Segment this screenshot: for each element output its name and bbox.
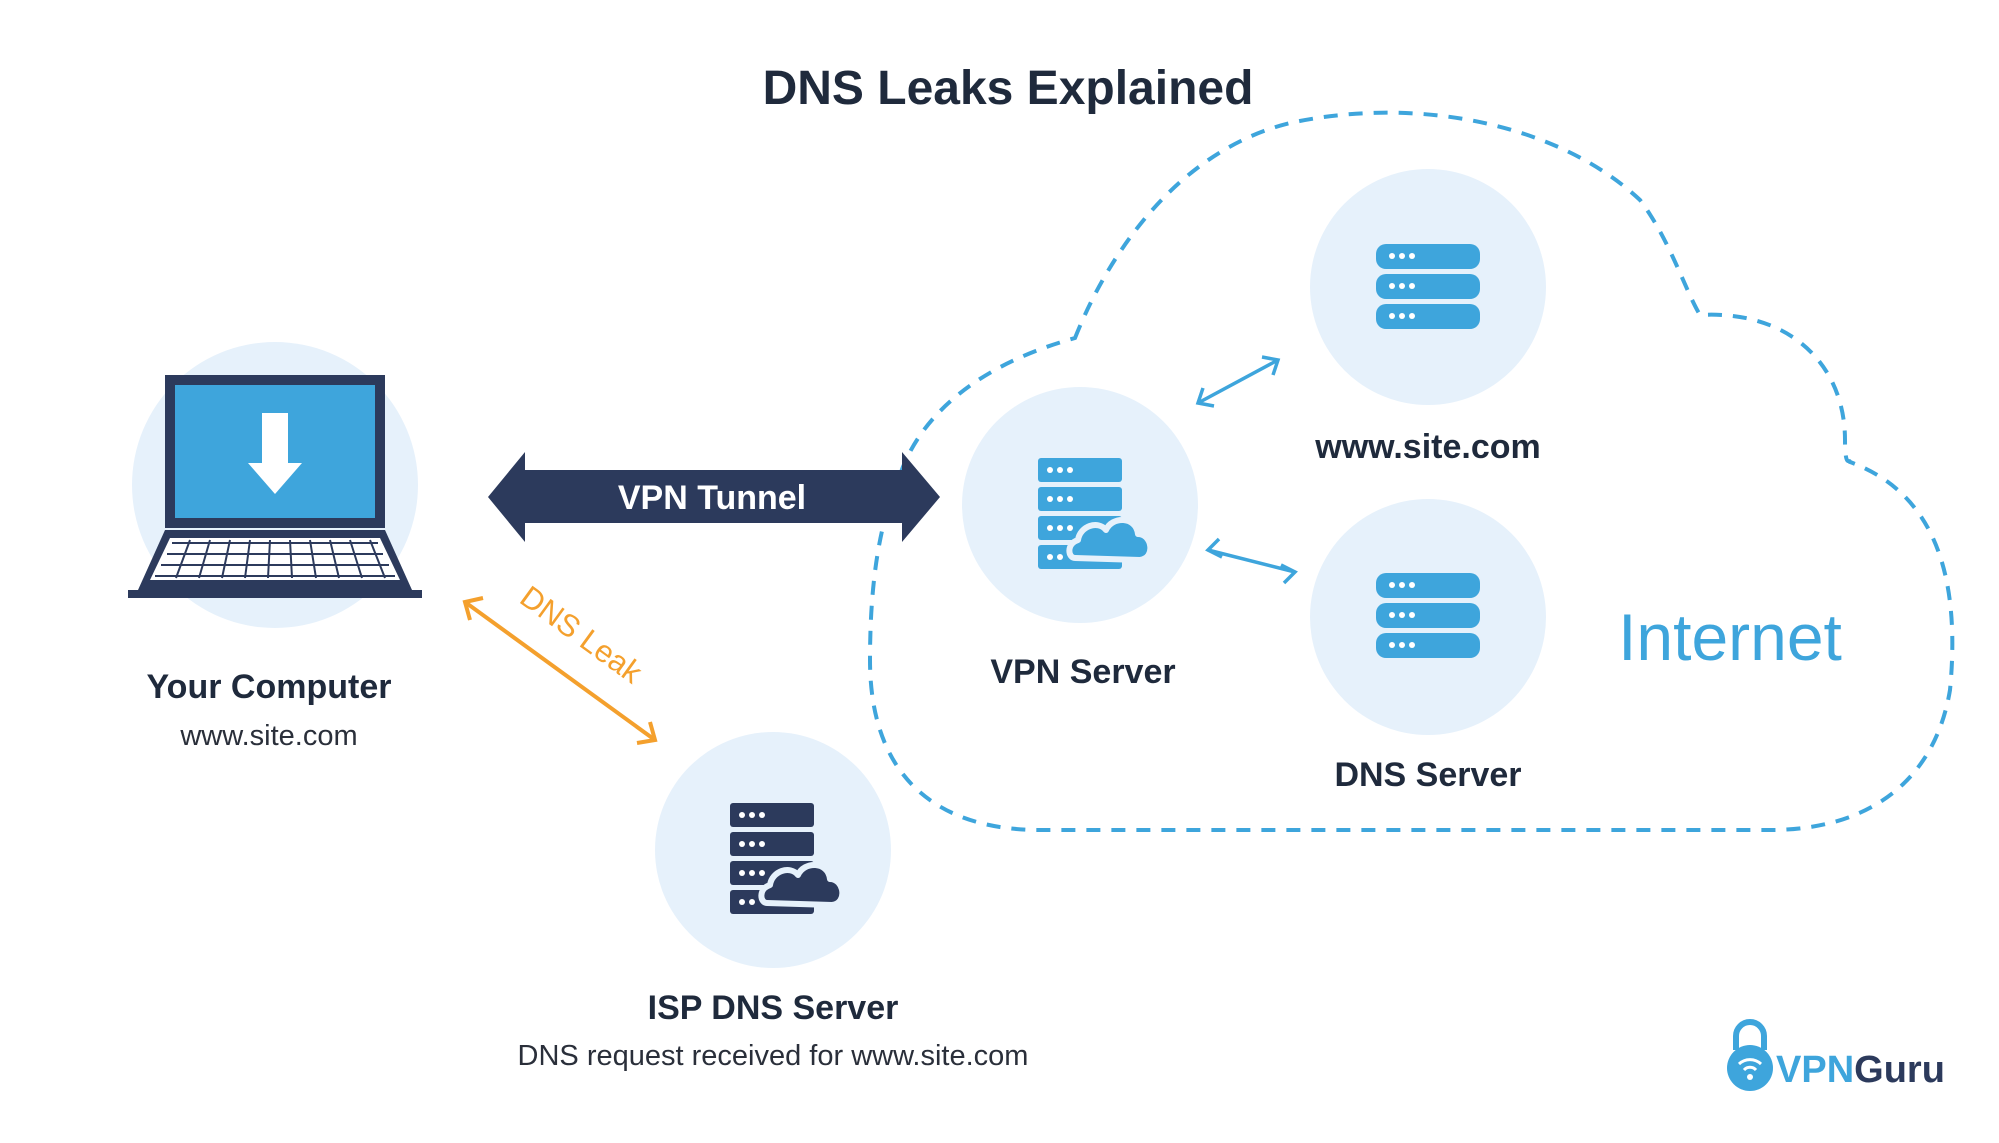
site-label: www.site.com [1314, 428, 1540, 466]
brand-name: VPNGuru [1776, 1049, 1945, 1091]
lock-icon [1727, 1019, 1773, 1091]
vpn-to-dns-arrow [1205, 537, 1298, 585]
isp-dns-label: ISP DNS Server [648, 989, 899, 1027]
internet-cloud-outline [867, 110, 1955, 832]
node-your-computer: Your Computer www.site.com [128, 342, 422, 752]
internet-label: Internet [1618, 600, 1842, 674]
vpn-tunnel-arrow: VPN Tunnel [488, 452, 940, 542]
node-dns-server: DNS Server [1310, 499, 1546, 794]
vpn-to-site-arrow [1195, 355, 1281, 408]
brand-part2: Guru [1854, 1049, 1945, 1091]
dns-server-label: DNS Server [1334, 756, 1521, 794]
computer-sublabel: www.site.com [179, 720, 357, 752]
node-site: www.site.com [1310, 169, 1546, 466]
isp-dns-sublabel: DNS request received for www.site.com [518, 1040, 1029, 1072]
dns-leak-label: DNS Leak [514, 579, 649, 691]
page-title: DNS Leaks Explained [763, 62, 1254, 115]
brand-part1: VPN [1776, 1049, 1854, 1091]
server-stack-icon [1376, 244, 1480, 329]
vpn-server-label: VPN Server [990, 653, 1175, 691]
server-stack-icon [1376, 573, 1480, 658]
node-vpn-server: VPN Server [962, 387, 1198, 691]
computer-label: Your Computer [147, 668, 392, 706]
server-cloud-icon [1038, 458, 1154, 569]
dns-leak-arrow: DNS Leak [462, 579, 658, 745]
laptop-download-icon [128, 375, 422, 598]
node-isp-dns-server: ISP DNS Server DNS request received for … [518, 732, 1029, 1072]
vpnguru-logo: VPNGuru [1727, 1019, 1945, 1091]
vpn-tunnel-label: VPN Tunnel [618, 479, 806, 517]
server-cloud-icon [730, 803, 846, 914]
